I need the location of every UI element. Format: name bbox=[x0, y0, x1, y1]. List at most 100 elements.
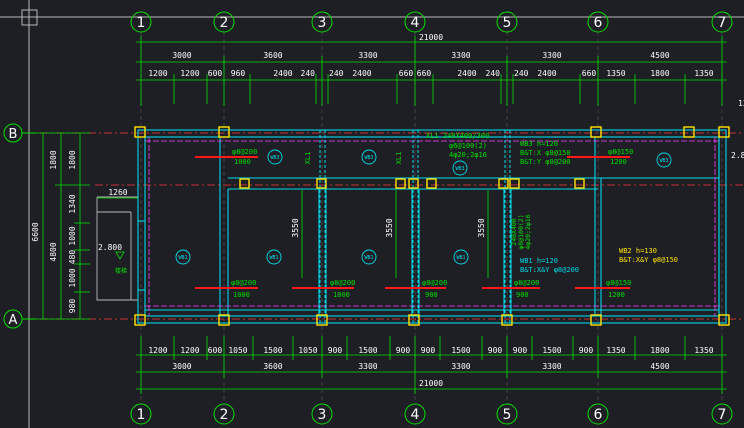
rebar-len-b5: 1200 bbox=[608, 291, 625, 299]
axis-top-2: 2 bbox=[220, 15, 229, 31]
rebar-len-top-6: 1200 bbox=[610, 158, 627, 166]
rebar-len-top-1: 1000 bbox=[234, 158, 251, 166]
dim-top-d3: 600 bbox=[208, 69, 223, 78]
dim-bot-d6: 1050 bbox=[298, 346, 317, 355]
slab-markers bbox=[175, 149, 672, 265]
rebar-len-b1: 1000 bbox=[233, 291, 250, 299]
dim-top-d9: 660 bbox=[399, 69, 414, 78]
dim-bot-d18: 1350 bbox=[694, 346, 713, 355]
dim-bot-d2: 1200 bbox=[180, 346, 199, 355]
dim-bot-d13: 900 bbox=[513, 346, 528, 355]
dim-left-d6: 980 bbox=[68, 299, 77, 314]
dim-left-mid-2: 4800 bbox=[49, 242, 58, 261]
rebar-label-top-1: φ8@200 bbox=[232, 148, 257, 156]
dim-top-d14: 2400 bbox=[537, 69, 556, 78]
dim-top-d15: 660 bbox=[582, 69, 597, 78]
rebar-label-b4: φ8@200 bbox=[514, 279, 539, 287]
dim-bot-bay-3: 3300 bbox=[358, 362, 377, 371]
slab-id-wb1-d: WB1 bbox=[456, 255, 465, 261]
slab-id-wb1-a: WB1 bbox=[178, 255, 187, 261]
vbeam-note-2: φ8@100(2) bbox=[517, 214, 525, 249]
slab-rebar bbox=[195, 156, 630, 289]
slab-id-wb1-c: WB1 bbox=[364, 255, 373, 261]
wb2-note-line2: B&T:X&Y φ8@150 bbox=[619, 256, 678, 264]
axis-top-7: 7 bbox=[718, 15, 727, 31]
axis-bottom-2: 2 bbox=[220, 407, 229, 423]
column-axis-bubbles bbox=[130, 11, 733, 425]
wb3-note-line2: B&T:X φ8@150 bbox=[520, 149, 571, 157]
rebar-label-b2: φ8@200 bbox=[330, 279, 355, 287]
axis-top-1: 1 bbox=[137, 15, 146, 31]
slab-id-wb3-c: WB3 bbox=[455, 166, 464, 172]
dim-left-d3: 1000 bbox=[68, 226, 77, 245]
dim-top-d8: 2400 bbox=[352, 69, 371, 78]
span-3550-a: 3550 bbox=[291, 218, 300, 237]
beam-note-stirrup: φ6@100(2) bbox=[449, 142, 487, 150]
dim-bot-d16: 1350 bbox=[606, 346, 625, 355]
vbeam-note: 240X400 φ8@100(2) 4φ20;2φ16 bbox=[510, 214, 532, 249]
stair-elevation: 2.800 bbox=[98, 243, 122, 252]
span-3550-c: 3550 bbox=[477, 218, 486, 237]
rebar-len-b2: 1000 bbox=[333, 291, 350, 299]
stair-width: 1260 bbox=[108, 188, 127, 197]
dim-bot-bay-5: 3300 bbox=[542, 362, 561, 371]
rebar-label-top-6: φ8@150 bbox=[608, 148, 633, 156]
bottom-dimension-lines bbox=[136, 336, 727, 394]
axis-top-4: 4 bbox=[411, 15, 420, 31]
axis-top-5: 5 bbox=[503, 15, 512, 31]
stair-text: 楼梯 bbox=[115, 267, 127, 275]
dim-top-d18: 1350 bbox=[694, 69, 713, 78]
dim-bot-d11: 1500 bbox=[451, 346, 470, 355]
bottom-dim-text: 1200 1200 600 1050 1500 1050 900 1500 90… bbox=[148, 346, 713, 388]
dim-top-bay-3: 3300 bbox=[358, 51, 377, 60]
dim-top-d12: 240 bbox=[486, 69, 501, 78]
dim-top-bay-4: 3300 bbox=[451, 51, 470, 60]
wb2-note: WB2 h=130 B&T:X&Y φ8@150 bbox=[619, 247, 678, 264]
left-dimensions bbox=[36, 132, 90, 320]
dim-bot-total: 21000 bbox=[419, 379, 443, 388]
dim-bot-d4: 1050 bbox=[228, 346, 247, 355]
dim-bot-d12: 900 bbox=[488, 346, 503, 355]
rebar-label-b3: φ8@200 bbox=[422, 279, 447, 287]
dim-top-d1: 1200 bbox=[148, 69, 167, 78]
dim-top-d11: 2400 bbox=[457, 69, 476, 78]
dim-left-d4: 480 bbox=[68, 250, 77, 265]
wall-outline bbox=[137, 129, 727, 324]
dim-bot-d8: 1500 bbox=[358, 346, 377, 355]
slab-id-wb3-b: WB3 bbox=[364, 155, 373, 161]
beam-note-main: 4φ20;2φ16 bbox=[449, 151, 487, 159]
dim-bot-d5: 1500 bbox=[263, 346, 282, 355]
xl1-label-b: XL1 bbox=[395, 152, 403, 165]
dim-top-d17: 1800 bbox=[650, 69, 669, 78]
dashed-beams bbox=[319, 130, 511, 323]
wb3-note: WB3 h=120 B&T:X φ8@150 B&T:Y φ8@200 bbox=[520, 140, 571, 166]
row-axis-bubbles bbox=[3, 123, 36, 329]
dim-top-total: 21000 bbox=[419, 33, 443, 42]
slab-id-wb3-d: WB3 bbox=[659, 158, 668, 164]
dim-right-edge-top: 12 bbox=[738, 99, 744, 108]
dim-left-d2: 1340 bbox=[68, 194, 77, 213]
axis-bottom-7: 7 bbox=[718, 407, 727, 423]
dim-bot-d3: 600 bbox=[208, 346, 223, 355]
axis-top-3: 3 bbox=[318, 15, 327, 31]
dim-bot-bay-2: 3600 bbox=[263, 362, 282, 371]
axis-bottom-6: 6 bbox=[594, 407, 603, 423]
dim-left-d1: 1800 bbox=[68, 150, 77, 169]
dim-bot-d7: 900 bbox=[328, 346, 343, 355]
dim-top-d16: 1350 bbox=[606, 69, 625, 78]
stair-region bbox=[96, 196, 138, 301]
dim-top-d5: 2400 bbox=[273, 69, 292, 78]
stair-dim bbox=[97, 197, 138, 260]
dim-top-d13: 240 bbox=[514, 69, 529, 78]
dim-top-d10: 660 bbox=[417, 69, 432, 78]
span-lines bbox=[301, 190, 489, 278]
rebar-len-b4: 900 bbox=[516, 291, 529, 299]
dim-bot-d15: 900 bbox=[579, 346, 594, 355]
vbeam-note-3: 4φ20;2φ16 bbox=[524, 214, 532, 249]
xl1-labels: XL1 XL1 bbox=[304, 152, 403, 165]
dim-bot-d10: 900 bbox=[421, 346, 436, 355]
axis-extension-lines bbox=[140, 32, 723, 400]
columns bbox=[134, 126, 730, 326]
